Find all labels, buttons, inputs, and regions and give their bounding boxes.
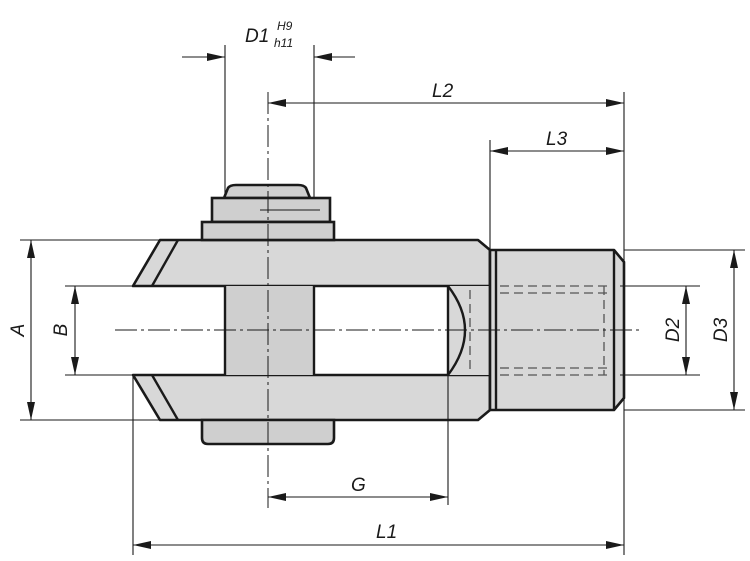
dimension-l1: L1 bbox=[133, 522, 624, 549]
d3-label: D3 bbox=[711, 317, 732, 342]
d1-tolerance-upper: H9 bbox=[277, 19, 293, 33]
dimension-d1: D1 H9 h11 bbox=[182, 19, 355, 61]
pin-head-top bbox=[222, 183, 312, 200]
upper-fork-arm bbox=[131, 238, 492, 288]
l1-label: L1 bbox=[376, 522, 397, 543]
d1-tolerance-lower: h11 bbox=[274, 36, 293, 50]
b-label: B bbox=[51, 323, 72, 336]
d1-label: D1 bbox=[245, 26, 269, 47]
dimension-b: B bbox=[51, 286, 79, 375]
d2-label: D2 bbox=[663, 317, 684, 342]
dimension-g: G bbox=[268, 475, 448, 501]
l3-label: L3 bbox=[546, 129, 568, 150]
a-label: A bbox=[8, 324, 29, 338]
dimension-l3: L3 bbox=[490, 129, 624, 155]
extension-lines bbox=[20, 45, 745, 555]
g-label: G bbox=[351, 475, 366, 496]
dimension-d2: D2 bbox=[663, 286, 690, 375]
dimension-l2: L2 bbox=[268, 81, 624, 107]
lower-fork-arm bbox=[131, 373, 492, 422]
dimension-d3: D3 bbox=[711, 250, 738, 410]
clevis-body bbox=[131, 238, 492, 422]
dimension-a: A bbox=[8, 240, 35, 420]
l2-label: L2 bbox=[432, 81, 454, 102]
